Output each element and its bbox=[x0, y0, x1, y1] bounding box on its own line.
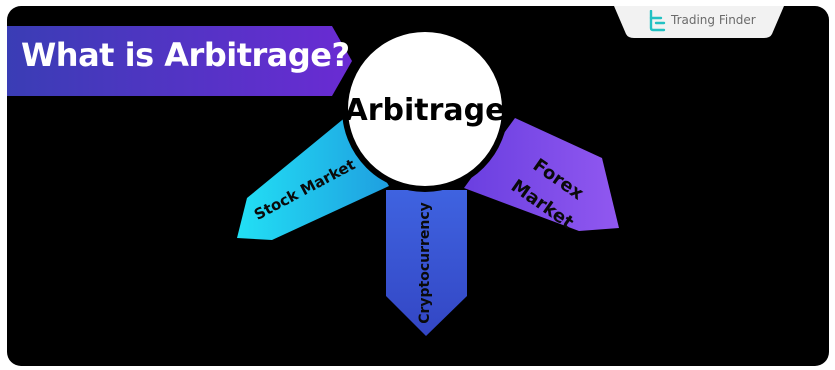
trading-finder-logo-icon bbox=[649, 10, 666, 32]
cryptocurrency-arrow bbox=[386, 190, 467, 336]
cryptocurrency-label: Cryptocurrency bbox=[417, 202, 433, 324]
page-title: What is Arbitrage? bbox=[21, 36, 350, 74]
stock-market-arrow bbox=[237, 116, 389, 240]
title-banner bbox=[7, 26, 352, 96]
brand-name: Trading Finder bbox=[671, 13, 756, 27]
arbitrage-center-label: Arbitrage bbox=[345, 93, 506, 128]
arbitrage-diagram: Stock Market Cryptocurrency Forex Market… bbox=[237, 26, 619, 336]
cryptocurrency-branch: Cryptocurrency bbox=[386, 190, 467, 336]
infographic-card: What is Arbitrage? Trading Finder bbox=[7, 6, 829, 366]
arbitrage-center-circle bbox=[342, 26, 508, 192]
forex-market-arrow bbox=[464, 118, 619, 231]
